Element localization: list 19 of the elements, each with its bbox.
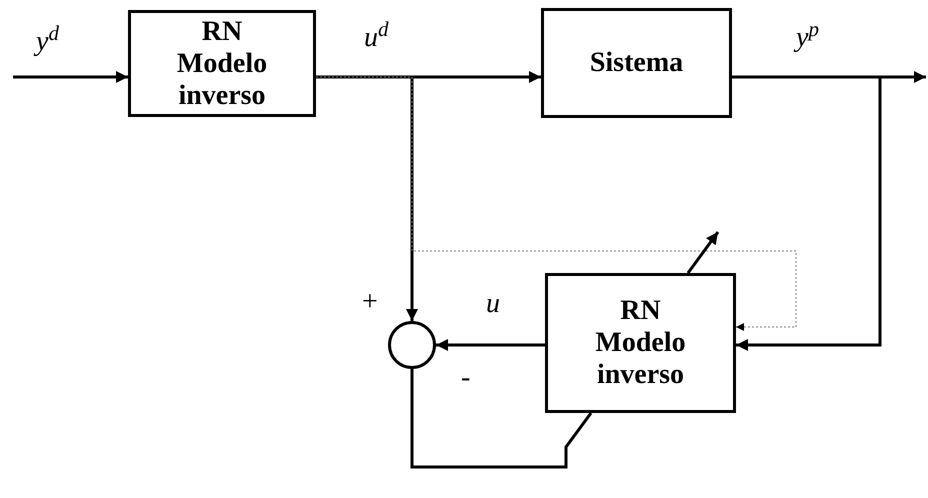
connector-line xyxy=(410,369,592,468)
sign-label: + xyxy=(362,286,378,318)
arrow xyxy=(436,339,545,351)
dashed-arrow xyxy=(316,76,796,331)
block-label: Sistema xyxy=(590,47,684,79)
block-label: RN Modelo inverso xyxy=(176,16,268,112)
arrow xyxy=(316,76,418,321)
signal-label: y$^{p}$ xyxy=(796,22,819,54)
block xyxy=(541,8,732,118)
signal-label: u xyxy=(486,288,500,320)
arrow xyxy=(13,71,128,83)
block xyxy=(128,10,316,117)
block xyxy=(545,273,736,413)
summing-junction xyxy=(388,321,436,369)
sign-label: - xyxy=(461,362,470,394)
block-label: RN Modelo inverso xyxy=(594,295,687,391)
signal-label: u$^{d}$ xyxy=(364,22,388,54)
arrow xyxy=(686,231,720,274)
signal-label: y$^{d}$ xyxy=(36,26,59,58)
